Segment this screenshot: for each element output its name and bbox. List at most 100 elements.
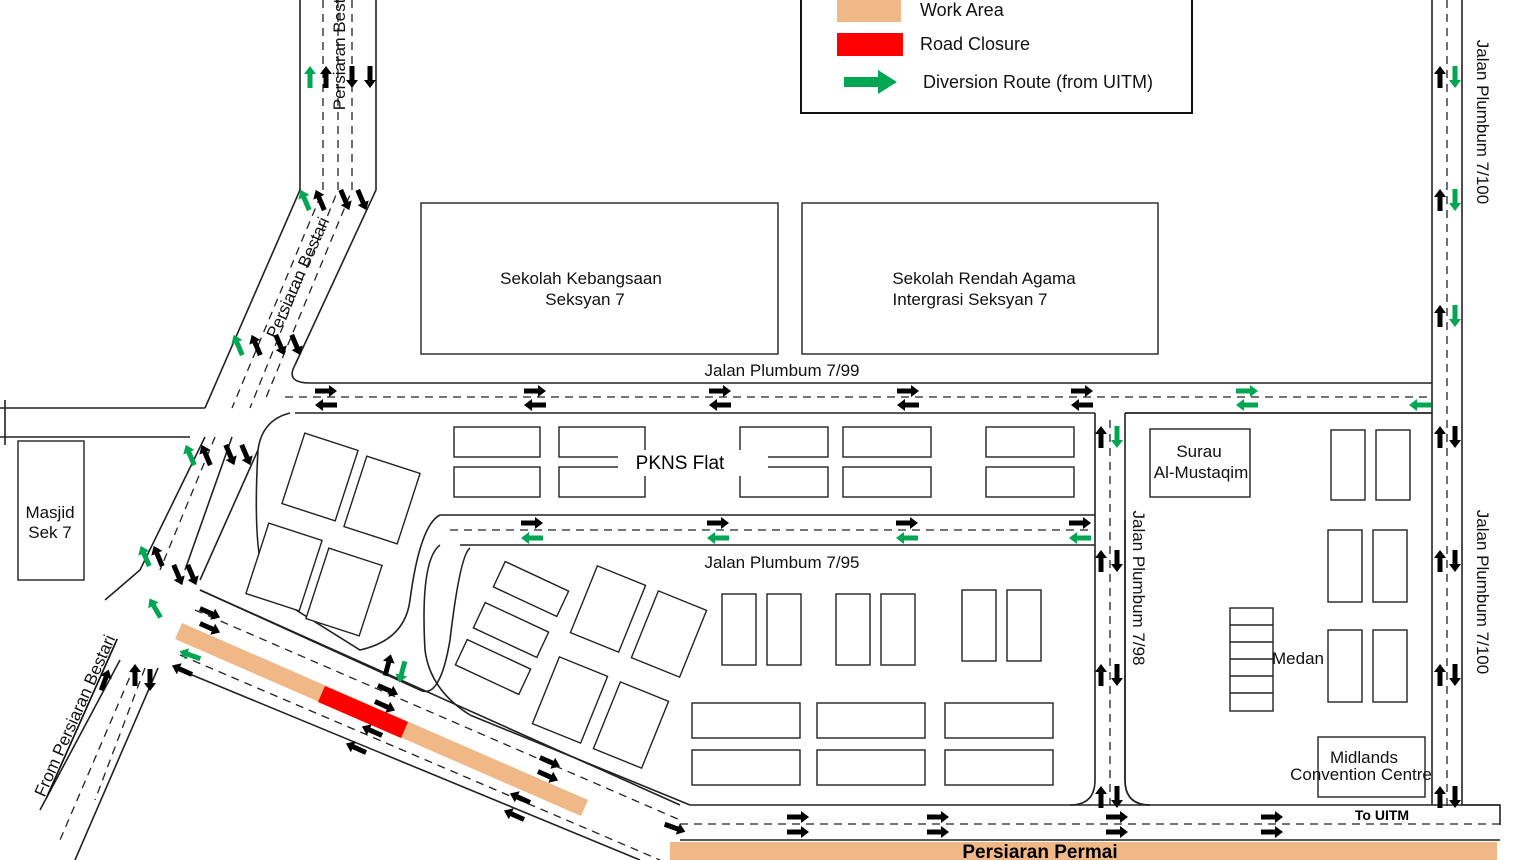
- jalan-plumbum-7-95-road: [255, 449, 1095, 651]
- traffic-arrow-icon: [144, 669, 156, 691]
- diversion-arrow-icon: [1449, 305, 1461, 327]
- legend: Work Area Road Closure Diversion Route (…: [800, 0, 1193, 114]
- from-persiaran-bestari-label: From Persiaran Bestari: [31, 632, 119, 799]
- traffic-arrow-icon: [171, 663, 194, 677]
- diversion-arrow-icon: [1069, 532, 1091, 544]
- diagonal-main-road: [179, 544, 691, 860]
- traffic-arrow-icon: [320, 66, 332, 88]
- traffic-arrow-icon: [1111, 664, 1123, 686]
- school1-label-2: Seksyan 7: [545, 290, 624, 309]
- school-agama: [801, 202, 1159, 355]
- traffic-arrow-icon: [376, 683, 399, 697]
- masjid-access-road: [0, 400, 205, 445]
- traffic-arrow-icon: [313, 189, 327, 212]
- jalan-plumbum-7-99-road: [285, 382, 1432, 414]
- traffic-arrow-icon: [355, 188, 369, 211]
- traffic-arrow-icon: [1071, 385, 1093, 397]
- school2-label-2: Intergrasi Seksyan 7: [893, 290, 1048, 309]
- school1-label: Sekolah Kebangsaan: [500, 269, 662, 288]
- traffic-arrow-icon: [521, 517, 543, 529]
- masjid-building: [17, 440, 85, 581]
- persiaran-bestari-top-label: Persiaran Bestari: [330, 0, 349, 110]
- traffic-arrow-icon: [1111, 550, 1123, 572]
- road-closure: [318, 686, 408, 738]
- persiaran-permai-road: [680, 520, 1500, 841]
- traffic-arrow-icon: [1095, 550, 1107, 572]
- traffic-arrow-icon: [171, 563, 185, 586]
- traffic-arrow-icon: [509, 791, 532, 805]
- traffic-arrow-icon: [185, 563, 199, 586]
- legend-swatch-road-closure: [837, 33, 903, 56]
- traffic-arrow-icon: [1111, 786, 1123, 808]
- traffic-arrow-icon: [346, 66, 358, 88]
- persiaran-bestari-lower-road: [39, 659, 159, 860]
- traffic-arrow-icon: [361, 724, 384, 738]
- traffic-arrow-icon: [1449, 426, 1461, 448]
- persiaran-bestari-diag-label: Persiaran Bestari: [263, 214, 333, 341]
- jalan-7-100-label-bottom: Jalan Plumbum 7/100: [1473, 510, 1492, 674]
- traffic-arrow-icon: [382, 654, 395, 677]
- diversion-arrow-icon: [1449, 189, 1461, 211]
- traffic-arrow-icon: [1434, 66, 1446, 88]
- traffic-arrow-icon: [524, 385, 546, 397]
- school-kebangsaan: [420, 202, 779, 355]
- traffic-arrow-icon: [1106, 811, 1128, 823]
- legend-label-diversion: Diversion Route (from UITM): [923, 72, 1153, 92]
- diversion-arrow-icon: [1236, 385, 1258, 397]
- traffic-arrow-icon: [503, 808, 526, 822]
- diversion-arrow-icon: [1409, 399, 1431, 411]
- traffic-arrow-icon: [315, 399, 337, 411]
- surau-label: Surau: [1176, 442, 1221, 461]
- traffic-arrow-icon: [1106, 826, 1128, 838]
- diversion-arrow-icon: [521, 532, 543, 544]
- traffic-arrow-icon: [373, 699, 396, 713]
- traffic-arrow-icon: [1069, 517, 1091, 529]
- to-uitm-label: To UITM: [1355, 807, 1409, 823]
- traffic-arrow-icon: [538, 755, 561, 769]
- traffic-arrow-icon: [897, 385, 919, 397]
- traffic-arrow-icon: [273, 333, 287, 356]
- traffic-arrow-icon: [707, 517, 729, 529]
- traffic-arrow-icon: [1261, 826, 1283, 838]
- traffic-arrow-icon: [1071, 399, 1093, 411]
- traffic-arrow-icon: [338, 188, 352, 211]
- jalan-7-95-label: Jalan Plumbum 7/95: [705, 553, 860, 572]
- traffic-arrow-icon: [198, 606, 221, 620]
- persiaran-permai-label: Persiaran Permai: [962, 842, 1117, 860]
- traffic-arrow-icon: [199, 444, 213, 467]
- pkns-flat-label: PKNS Flat: [636, 453, 725, 474]
- traffic-arrow-icon: [1449, 786, 1461, 808]
- jalan-7-100-label-top: Jalan Plumbum 7/100: [1473, 40, 1492, 204]
- traffic-arrow-icon: [787, 811, 809, 823]
- jalan-7-99-label: Jalan Plumbum 7/99: [705, 361, 860, 380]
- diversion-arrow-icon: [844, 70, 897, 94]
- traffic-arrow-icon: [1449, 664, 1461, 686]
- traffic-arrow-icon: [709, 385, 731, 397]
- traffic-arrow-icon: [896, 517, 918, 529]
- traffic-arrow-icon: [663, 821, 686, 835]
- traffic-arrow-icon: [897, 399, 919, 411]
- traffic-arrow-icon: [239, 443, 253, 466]
- traffic-arrow-icon: [927, 811, 949, 823]
- traffic-arrow-icon: [1449, 550, 1461, 572]
- diversion-arrow-icon: [183, 444, 197, 467]
- traffic-arrow-icon: [198, 621, 221, 635]
- legend-swatch-work-area: [837, 0, 901, 22]
- traffic-arrow-icon: [524, 399, 546, 411]
- traffic-arrow-icon: [249, 334, 263, 357]
- diversion-arrow-icon: [298, 189, 312, 212]
- traffic-arrow-icon: [536, 769, 559, 783]
- diversion-arrow-icon: [138, 545, 152, 568]
- traffic-arrow-icon: [1095, 786, 1107, 808]
- traffic-arrow-icon: [345, 741, 368, 755]
- traffic-arrow-icon: [364, 66, 376, 88]
- surau-label-2: Al-Mustaqim: [1154, 463, 1248, 482]
- medan-label: Medan: [1272, 649, 1324, 668]
- work-area-persiaran-permai: [670, 842, 1497, 860]
- school2-label: Sekolah Rendah Agama: [892, 269, 1076, 288]
- midlands-label: Midlands: [1330, 748, 1398, 767]
- traffic-arrow-icon: [1434, 426, 1446, 448]
- legend-label-road-closure: Road Closure: [920, 34, 1030, 54]
- traffic-arrow-icon: [1434, 550, 1446, 572]
